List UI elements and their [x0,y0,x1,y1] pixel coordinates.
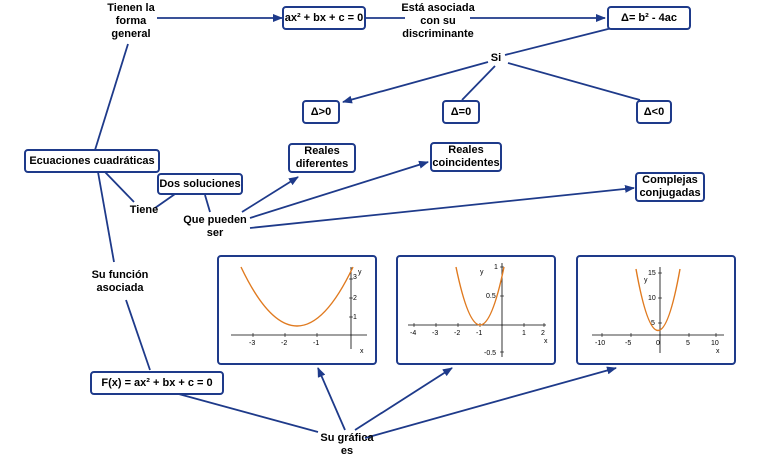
node-delta-cero: Δ=0 [442,100,480,124]
label-su-grafica: Su gráfica es [320,432,374,457]
parabola-graph-1: -3 -2 -1 1 2 3 x y [231,266,367,355]
tick-label: 5 [686,340,690,347]
tick-label: -3 [249,340,255,347]
node-funcion-asociada: F(x) = ax² + bx + c = 0 [90,371,224,395]
axis-label-x: x [544,338,548,345]
parabola-curve [635,268,681,332]
graph-panel-1: -3 -2 -1 1 2 3 x y [217,255,377,365]
axis-label-x: x [360,348,364,355]
axis-label-y: y [358,269,362,276]
node-delta-positivo: Δ>0 [302,100,340,124]
node-complejas-conjugadas: Complejas conjugadas [635,172,705,202]
tick-label: 1 [522,330,526,337]
tick-label: 3 [353,274,357,281]
tick-label: 0.5 [486,293,496,300]
node-reales-diferentes: Reales diferentes [288,143,356,173]
graph-panel-3: -10 -5 0 5 10 15 10 5 x y [576,255,736,365]
parabola-curve [240,266,354,327]
axis-label-y: y [644,277,648,284]
tick-label: 1 [494,264,498,271]
tick-label: 1 [353,314,357,321]
node-reales-coincidentes: Reales coincidentes [430,142,502,172]
node-formula-general: ax² + bx + c = 0 [282,6,366,30]
axis-label-y: y [480,269,484,276]
tick-label: 5 [651,320,655,327]
parabola-graph-3: -10 -5 0 5 10 15 10 5 x y [592,267,724,355]
node-ecuaciones-cuadraticas: Ecuaciones cuadráticas [24,149,160,173]
node-delta-negativo: Δ<0 [636,100,672,124]
tick-label: 10 [711,340,719,347]
tick-label: -5 [625,340,631,347]
tick-label: 0 [656,340,660,347]
tick-label: 2 [541,330,545,337]
parabola-curve [455,266,505,326]
tick-label: -1 [313,340,319,347]
label-tienen-forma: Tienen la forma general [107,2,155,40]
graph-panel-2: -4 -3 -2 -1 1 2 1 0.5 -0.5 x y [396,255,556,365]
axis-label-x: x [716,348,720,355]
tick-label: -2 [281,340,287,347]
label-que-pueden-ser: Que pueden ser [183,214,247,239]
label-su-funcion: Su función asociada [91,269,149,294]
label-esta-asociada: Está asociada con su discriminante [401,2,475,40]
tick-label: -0.5 [484,350,496,357]
parabola-graph-2: -4 -3 -2 -1 1 2 1 0.5 -0.5 x y [408,263,548,357]
tick-label: -1 [476,330,482,337]
tick-label: 2 [353,295,357,302]
node-dos-soluciones: Dos soluciones [157,173,243,195]
node-discriminante: Δ= b² - 4ac [607,6,691,30]
tick-label: -4 [410,330,416,337]
tick-label: -10 [595,340,605,347]
label-si: Si [490,52,502,64]
tick-label: -3 [432,330,438,337]
tick-label: 10 [648,295,656,302]
tick-label: -2 [454,330,460,337]
label-tiene: Tiene [129,204,159,216]
tick-label: 15 [648,270,656,277]
